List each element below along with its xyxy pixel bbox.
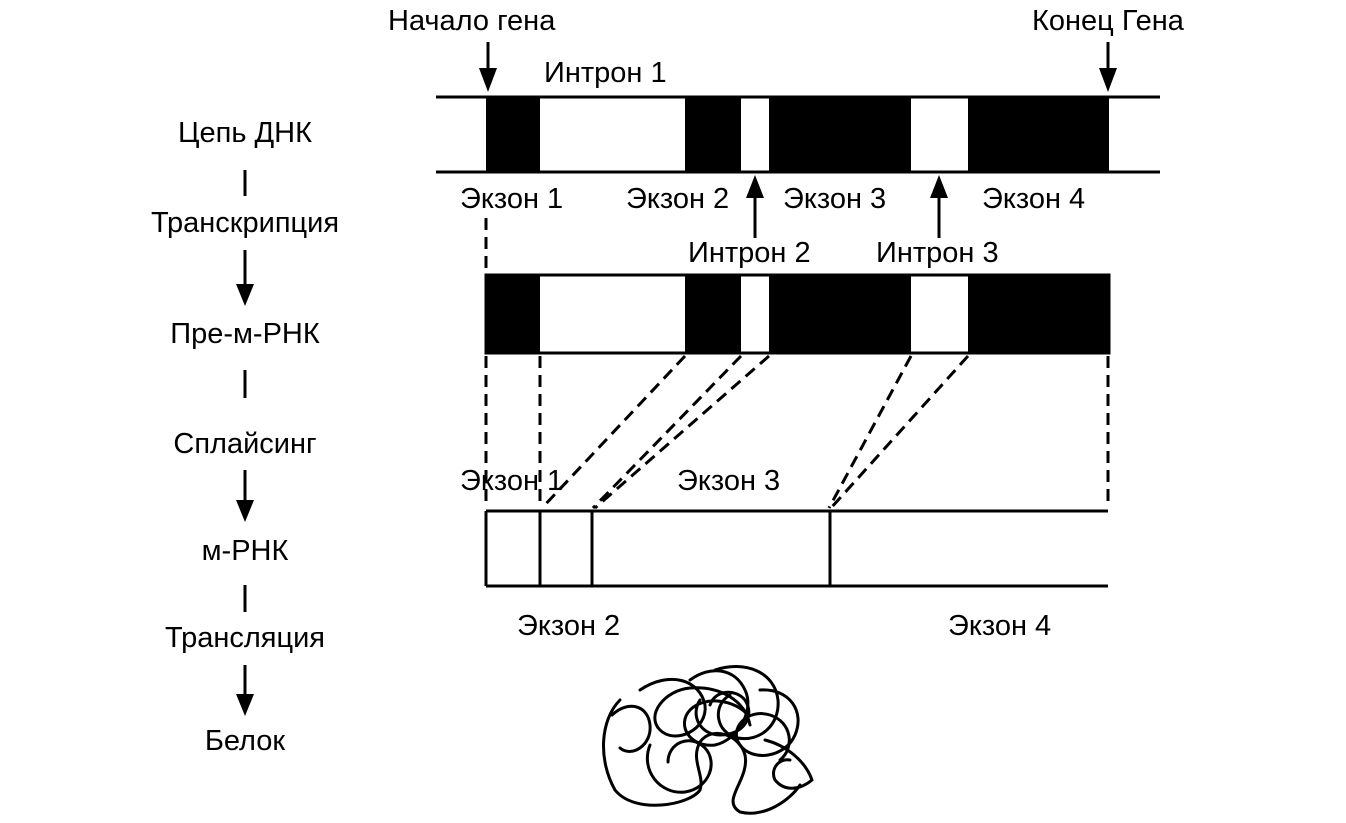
- arrow-down-icon: [1099, 68, 1117, 92]
- gene-end-label: Конец Гена: [1032, 5, 1185, 37]
- splice-guide: [591, 354, 743, 510]
- arrow-down-icon: [236, 284, 254, 306]
- dna-exon-1-label: Экзон 1: [460, 183, 563, 215]
- pre-mrna-exon-1: [486, 275, 540, 353]
- dna-exon-1: [486, 97, 540, 172]
- intron3-label: Интрон 3: [876, 237, 999, 269]
- stage-splicing: Сплайсинг: [173, 428, 316, 460]
- stage-translation: Трансляция: [165, 622, 325, 654]
- mrna-exon-4-label: Экзон 4: [948, 610, 1051, 642]
- mrna-strand: [484, 509, 1108, 588]
- arrow-up-icon: [746, 175, 764, 198]
- stage-column: Цепь ДНК Транскрипция Пре-м-РНК Сплайсин…: [151, 117, 339, 757]
- pre-mrna-strand: [484, 273, 1111, 355]
- pre-mrna-exon-3: [769, 275, 911, 353]
- intron2-label: Интрон 2: [688, 237, 811, 269]
- dna-exon-4-label: Экзон 4: [982, 183, 1085, 215]
- arrow-down-icon: [236, 694, 254, 716]
- stage-mrna: м-РНК: [202, 535, 289, 567]
- protein-squiggle-icon: [602, 665, 814, 815]
- intron-pointers: Интрон 2 Интрон 3: [688, 175, 999, 269]
- splice-guide: [829, 354, 970, 510]
- stage-transcription: Транскрипция: [151, 207, 339, 239]
- dna-exon-labels: Экзон 1 Экзон 2 Экзон 3 Экзон 4: [460, 183, 1085, 215]
- pre-mrna-exon-4: [968, 275, 1109, 353]
- stage-protein: Белок: [205, 725, 286, 757]
- dna-exon-3: [769, 97, 911, 172]
- arrow-down-icon: [236, 500, 254, 522]
- dna-exon-2: [685, 97, 741, 172]
- mrna-exon-3-label: Экзон 3: [677, 465, 780, 497]
- gene-markers: Начало гена Конец Гена Интрон 1: [388, 5, 1185, 92]
- mrna-exon-1-label: Экзон 1: [460, 465, 563, 497]
- stage-pre-mrna: Пре-м-РНК: [170, 318, 320, 350]
- mrna-exon-2-label: Экзон 2: [517, 610, 620, 642]
- pre-mrna-exon-2: [685, 275, 741, 353]
- splice-guide: [827, 355, 913, 509]
- arrow-down-icon: [479, 68, 497, 92]
- dna-exon-4: [968, 97, 1109, 172]
- stage-dna: Цепь ДНК: [178, 117, 312, 149]
- splice-guide: [540, 354, 687, 510]
- dna-exon-3-label: Экзон 3: [783, 183, 886, 215]
- dna-strand: [436, 95, 1160, 174]
- splice-guide: [594, 354, 770, 510]
- splicing-guides: [484, 354, 1110, 510]
- arrow-up-icon: [930, 175, 948, 198]
- gene-start-label: Начало гена: [388, 5, 556, 37]
- dna-exon-2-label: Экзон 2: [626, 183, 729, 215]
- intron1-label: Интрон 1: [544, 57, 667, 89]
